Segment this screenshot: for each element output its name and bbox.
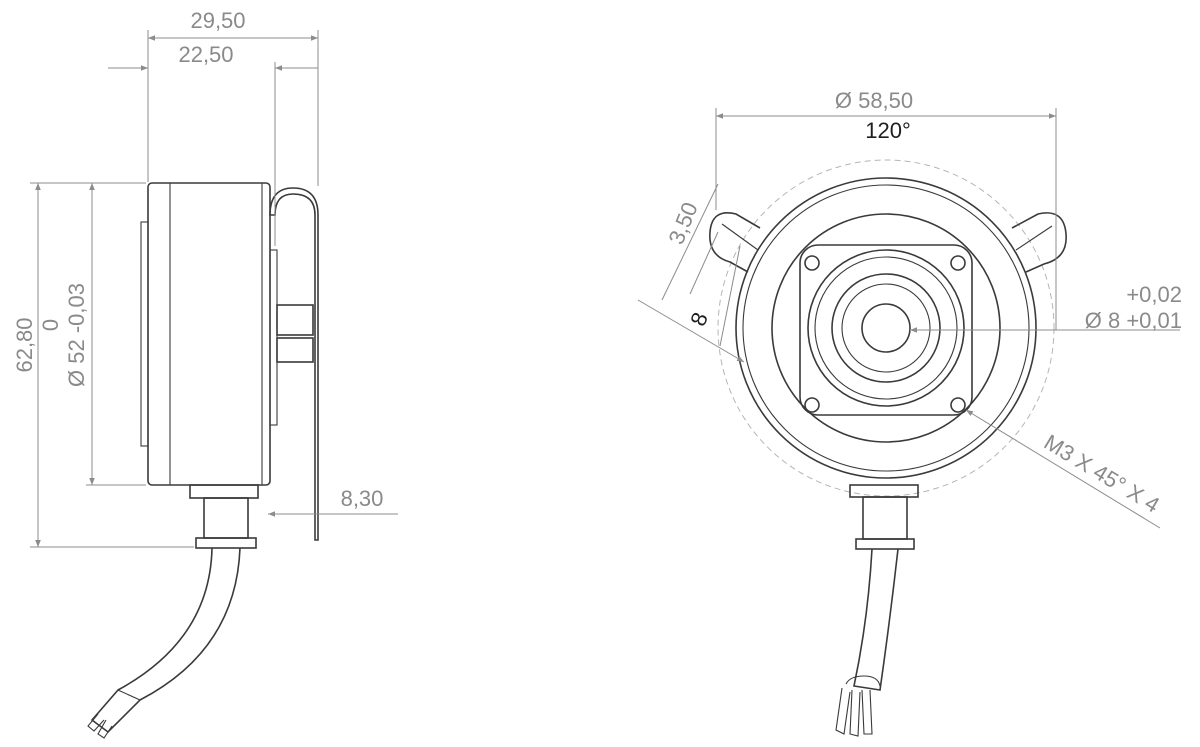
dim-front-slot-width-line <box>661 183 719 301</box>
side-body <box>147 182 271 486</box>
front-gland-body <box>862 496 908 540</box>
dim-front-slot-length: 8 <box>685 309 713 330</box>
side-shaft-lower <box>276 337 314 363</box>
side-cable-end <box>117 689 141 701</box>
side-rear-face <box>140 221 149 447</box>
front-gland-nut <box>849 484 919 498</box>
front-gland-ring <box>855 538 915 550</box>
front-outer-ring-inner <box>742 184 1030 472</box>
front-hub-ring-4 <box>841 283 931 373</box>
side-view: 29,50 22,50 62,80 0 Ø 52 -0,03 8,30 <box>12 8 398 739</box>
front-ear-right <box>1011 212 1067 273</box>
ext-front-slot-2 <box>719 245 741 347</box>
front-screw-hole-br <box>950 397 966 413</box>
front-view: Ø 58,50 120° 3,50 8 +0,02 Ø 8 +0,01 M3 X… <box>637 88 1182 737</box>
front-screw-hole-tl <box>804 255 820 271</box>
front-ear-left-slot <box>721 223 759 251</box>
side-gland-body <box>203 497 249 539</box>
front-outer-ring <box>735 177 1037 479</box>
ext-front-slot-1 <box>689 231 719 295</box>
side-wire-2 <box>97 719 113 739</box>
dim-front-thread: M3 X 45° X 4 <box>1040 429 1164 517</box>
front-ear-right-slot <box>1015 225 1053 251</box>
side-bracket <box>269 187 319 541</box>
dim-front-angle: 120° <box>865 118 911 143</box>
front-wire-1 <box>835 687 851 735</box>
front-wire-3 <box>861 689 873 735</box>
front-bore <box>861 303 911 353</box>
front-screw-hole-bl <box>804 397 820 413</box>
side-cable <box>90 547 241 734</box>
dim-front-slot-len-line <box>637 299 745 363</box>
front-hub-outer <box>807 249 965 407</box>
front-bolt-circle <box>717 159 1055 497</box>
dim-front-bore: Ø 8 +0,01 <box>1085 308 1182 333</box>
dim-side-overall-depth: 29,50 <box>190 8 245 33</box>
dim-front-diameter: Ø 58,50 <box>835 88 913 113</box>
dim-front-thread-leader <box>965 409 1161 529</box>
side-gland-nut <box>189 484 259 499</box>
front-wire-4 <box>845 675 881 687</box>
dim-front-slot-width: 3,50 <box>663 199 702 248</box>
front-ear-left <box>709 212 761 273</box>
front-hub-ring-2 <box>814 256 958 400</box>
dim-side-tol-zero: 0 <box>38 319 63 331</box>
dim-side-bracket: 8,30 <box>341 486 384 511</box>
front-hub-ring-3 <box>831 273 941 383</box>
side-wire-1 <box>87 713 105 732</box>
side-shaft-upper <box>276 304 314 336</box>
front-cable <box>853 548 899 691</box>
front-screw-hole-tr <box>950 255 966 271</box>
front-flange <box>771 213 1001 443</box>
dim-side-height: 62,80 <box>12 317 37 372</box>
front-wire-2 <box>849 689 861 737</box>
side-front-plate <box>269 249 278 426</box>
dim-front-bore-tol-upper: +0,02 <box>1126 282 1182 307</box>
side-gland-ring <box>195 537 257 549</box>
dim-side-body-depth: 22,50 <box>178 42 233 67</box>
dim-side-diameter: Ø 52 -0,03 <box>64 283 89 387</box>
